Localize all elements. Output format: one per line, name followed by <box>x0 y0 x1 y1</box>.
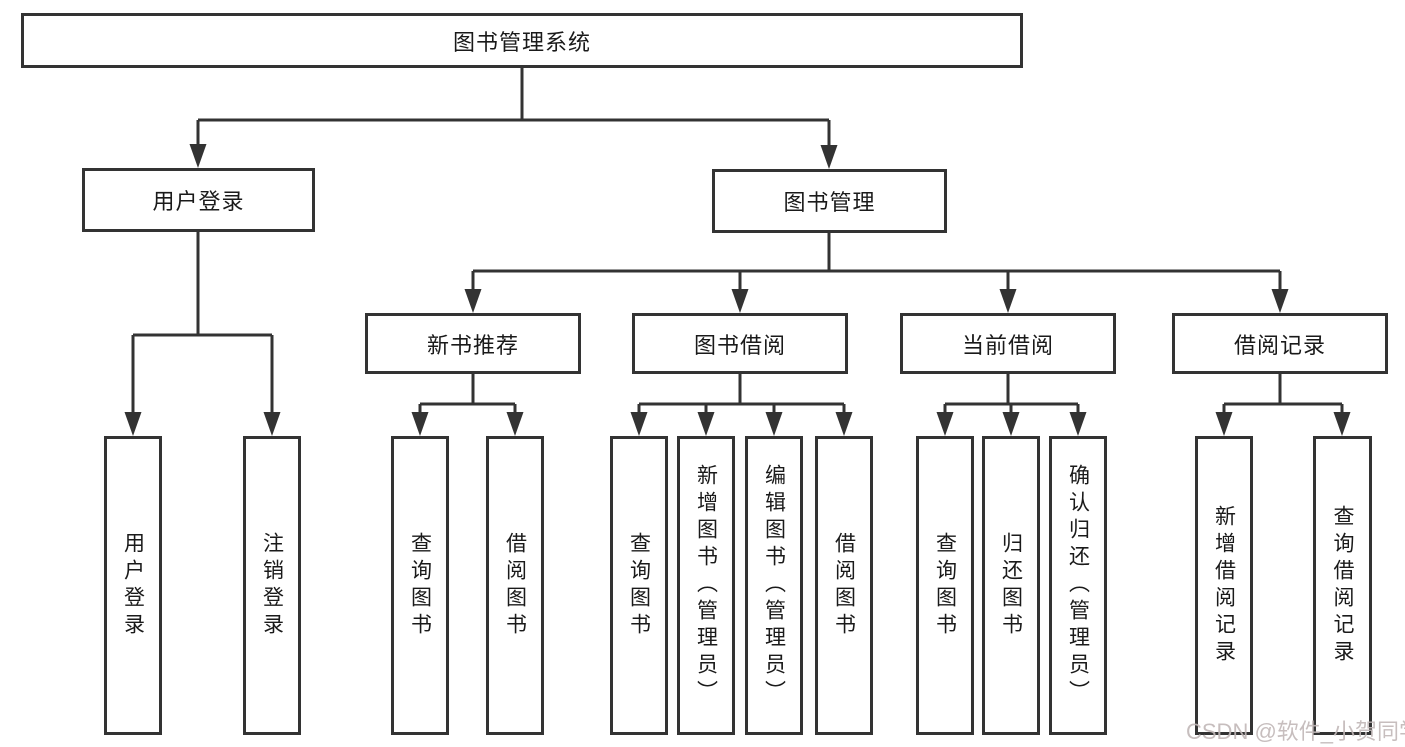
arrowhead <box>189 144 207 168</box>
connector-line <box>196 68 831 150</box>
node-current-borrow: 当前借阅 <box>900 313 1116 374</box>
leaf-newbooks-borrow: 借阅图书 <box>486 436 544 735</box>
arrowhead <box>1271 289 1289 313</box>
node-root-label: 图书管理系统 <box>452 29 591 55</box>
connector-newbooks-to-leaves <box>411 374 524 436</box>
leaf-borrow-edit-admin: 编辑图书（管理员） <box>745 436 803 735</box>
arrowhead <box>124 412 142 436</box>
leaf-logout: 注销登录 <box>243 436 301 735</box>
node-borrow-records-label: 借阅记录 <box>1233 332 1326 358</box>
connector-line <box>637 374 846 418</box>
arrowhead <box>731 289 749 313</box>
leaf-user-login: 用户登录 <box>104 436 162 735</box>
arrowhead <box>630 412 648 436</box>
connector-line <box>418 374 517 418</box>
arrowhead <box>464 289 482 313</box>
leaf-current-return: 归还图书 <box>982 436 1040 735</box>
arrowhead <box>936 412 954 436</box>
connector-records-to-leaves <box>1215 374 1351 436</box>
node-book-manage-label: 图书管理 <box>783 190 876 215</box>
connector-login-to-leaves <box>124 232 281 436</box>
connector-line <box>943 374 1080 418</box>
node-root: 图书管理系统 <box>21 13 1023 68</box>
node-new-books: 新书推荐 <box>365 313 581 374</box>
arrowhead <box>999 289 1017 313</box>
arrowhead <box>1069 412 1087 436</box>
arrowhead <box>1002 412 1020 436</box>
connector-root-to-level2 <box>189 68 838 169</box>
leaf-label: 借阅图书 <box>503 531 527 640</box>
node-book-borrow-label: 图书借阅 <box>693 332 786 358</box>
node-user-login-label: 用户登录 <box>152 189 245 214</box>
leaf-label: 借阅图书 <box>832 531 856 640</box>
node-book-manage: 图书管理 <box>712 169 947 233</box>
connector-line <box>131 232 274 418</box>
connector-line <box>1222 374 1344 418</box>
node-new-books-label: 新书推荐 <box>426 332 519 358</box>
arrowhead <box>506 412 524 436</box>
leaf-label: 查询图书 <box>408 531 432 640</box>
connector-current-to-leaves <box>936 374 1087 436</box>
leaf-label: 注销登录 <box>260 531 284 640</box>
node-current-borrow-label: 当前借阅 <box>961 332 1054 358</box>
arrowhead <box>263 412 281 436</box>
connector-manage-to-level3 <box>464 233 1289 313</box>
watermark: CSDN @软件_小贺同学 <box>1186 719 1405 744</box>
arrowhead <box>697 412 715 436</box>
arrowhead <box>820 145 838 169</box>
leaf-borrow-add-admin: 新增图书（管理员） <box>677 436 735 735</box>
leaf-newbooks-query: 查询图书 <box>391 436 449 735</box>
arrowhead <box>765 412 783 436</box>
leaf-records-query: 查询借阅记录 <box>1313 436 1372 735</box>
leaf-label: 编辑图书（管理员） <box>762 464 786 707</box>
leaf-current-query: 查询图书 <box>916 436 974 735</box>
leaf-label: 新增图书（管理员） <box>694 464 718 707</box>
leaf-label: 归还图书 <box>999 531 1023 640</box>
connector-borrow-to-leaves <box>630 374 853 436</box>
arrowhead <box>411 412 429 436</box>
node-book-borrow: 图书借阅 <box>632 313 848 374</box>
leaf-label: 确认归还（管理员） <box>1066 464 1090 707</box>
leaf-label: 用户登录 <box>121 531 145 640</box>
leaf-label: 查询图书 <box>627 531 651 640</box>
leaf-label: 查询图书 <box>933 531 957 640</box>
connector-line <box>471 233 1282 295</box>
leaf-records-add: 新增借阅记录 <box>1195 436 1253 735</box>
arrowhead <box>835 412 853 436</box>
arrowhead <box>1215 412 1233 436</box>
leaf-label: 新增借阅记录 <box>1212 504 1236 667</box>
arrowhead <box>1333 412 1351 436</box>
leaf-borrow-query: 查询图书 <box>610 436 668 735</box>
leaf-current-confirm-admin: 确认归还（管理员） <box>1049 436 1107 735</box>
node-user-login: 用户登录 <box>82 168 315 232</box>
leaf-borrow-borrow: 借阅图书 <box>815 436 873 735</box>
leaf-label: 查询借阅记录 <box>1331 504 1354 667</box>
node-borrow-records: 借阅记录 <box>1172 313 1388 374</box>
